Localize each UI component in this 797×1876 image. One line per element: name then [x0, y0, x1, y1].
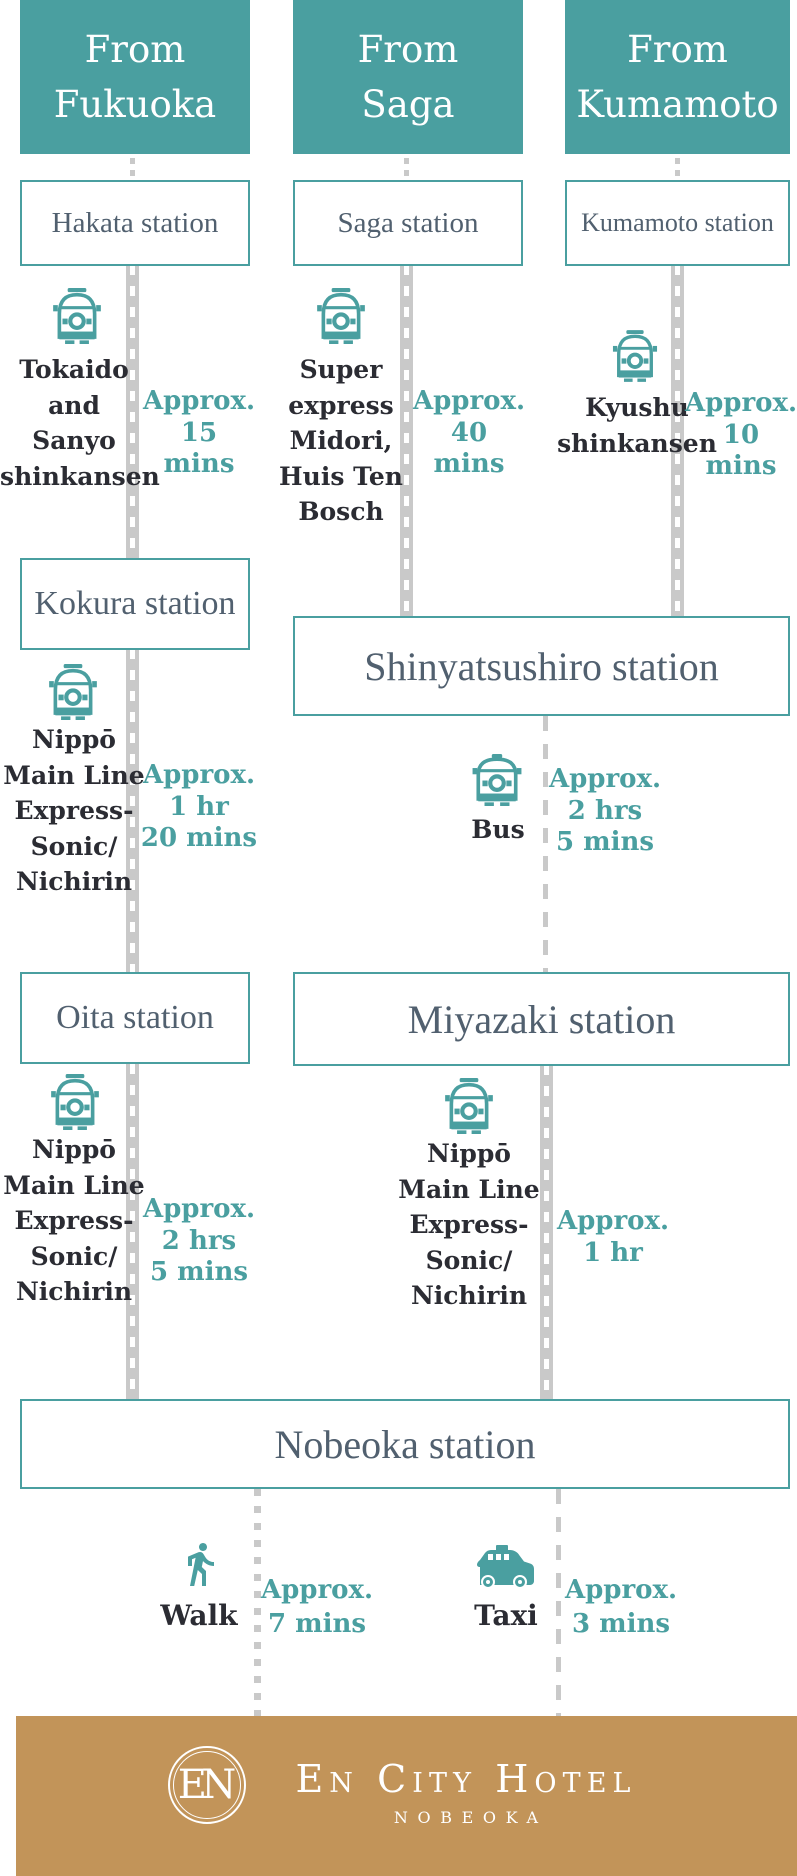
- bus-icon: [470, 754, 524, 806]
- train-icon: [52, 288, 102, 344]
- miyazaki-leg-label: Nippō Main Line Express- Sonic/ Nichirin: [398, 1139, 540, 1310]
- oita-station-box: Oita station: [20, 972, 250, 1064]
- from-kumamoto-header: From Kumamoto: [565, 0, 790, 154]
- walk-label: Walk: [160, 1599, 238, 1632]
- kumamoto-leg1-duration: Approx. 10 mins: [684, 388, 797, 482]
- taxi-duration: Approx. 3 mins: [564, 1575, 678, 1639]
- walk-icon: [176, 1538, 224, 1590]
- connector-dots-saga: [404, 158, 409, 178]
- miyazaki-station-box: Miyazaki station: [293, 972, 790, 1066]
- fukuoka-leg3-label: Nippō Main Line Express- Sonic/ Nichirin: [3, 1135, 145, 1306]
- miyazaki-leg-duration: Approx. 1 hr: [556, 1206, 670, 1268]
- kumamoto-station-box: Kumamoto station: [565, 180, 790, 266]
- shinyatsushiro-station-box: Shinyatsushiro station: [293, 616, 790, 716]
- saga-station-box: Saga station: [293, 180, 523, 266]
- kumamoto-leg1-label: Kyushu shinkansen: [557, 393, 717, 458]
- train-icon: [316, 288, 366, 344]
- taxi-icon: [472, 1544, 536, 1590]
- taxi-route-line: [556, 1489, 561, 1716]
- hotel-wordmark: En City Hotel NOBEOKA: [256, 1757, 676, 1827]
- hotel-logo: EN: [168, 1746, 246, 1824]
- from-saga-header: From Saga: [293, 0, 523, 154]
- train-icon: [48, 664, 98, 720]
- fukuoka-leg3-duration: Approx. 2 hrs 5 mins: [142, 1194, 256, 1288]
- bus-label: Bus: [471, 815, 525, 844]
- taxi-label: Taxi: [474, 1599, 538, 1632]
- connector-dots-kumamoto: [675, 158, 680, 178]
- rail-line-hakata-kokura: [126, 265, 139, 559]
- rail-line-kokura-oita: [126, 649, 139, 973]
- train-icon: [612, 330, 658, 382]
- train-icon: [50, 1074, 100, 1130]
- hotel-footer: EN En City Hotel NOBEOKA: [16, 1716, 797, 1876]
- walk-duration: Approx. 7 mins: [260, 1575, 374, 1639]
- train-icon: [444, 1078, 494, 1134]
- rail-line-saga-shinyatsushiro: [400, 265, 413, 617]
- bus-route-line: [543, 716, 548, 973]
- rail-line-oita-nobeoka: [126, 1064, 139, 1400]
- fukuoka-leg2-duration: Approx. 1 hr 20 mins: [140, 760, 258, 854]
- walk-route-line: [254, 1489, 261, 1716]
- fukuoka-leg1-label: Tokaido and Sanyo shinkansen: [0, 355, 160, 491]
- fukuoka-leg2-label: Nippō Main Line Express- Sonic/ Nichirin: [3, 725, 145, 896]
- from-fukuoka-header: From Fukuoka: [20, 0, 250, 154]
- rail-line-miyazaki-nobeoka: [540, 1065, 553, 1400]
- hakata-station-box: Hakata station: [20, 180, 250, 266]
- rail-line-kumamoto-shinyatsushiro: [671, 265, 684, 617]
- fukuoka-leg1-duration: Approx. 15 mins: [142, 386, 256, 480]
- connector-dots-fukuoka: [130, 158, 135, 178]
- saga-leg1-duration: Approx. 40 mins: [412, 386, 526, 480]
- saga-leg1-label: Super express Midori, Huis Ten Bosch: [279, 355, 403, 526]
- nobeoka-station-box: Nobeoka station: [20, 1399, 790, 1489]
- hotel-name: En City Hotel: [295, 1757, 637, 1801]
- kokura-station-box: Kokura station: [20, 558, 250, 650]
- hotel-monogram-text: EN: [177, 1762, 237, 1808]
- bus-duration: Approx. 2 hrs 5 mins: [548, 764, 662, 858]
- hotel-location: NOBEOKA: [393, 1807, 548, 1827]
